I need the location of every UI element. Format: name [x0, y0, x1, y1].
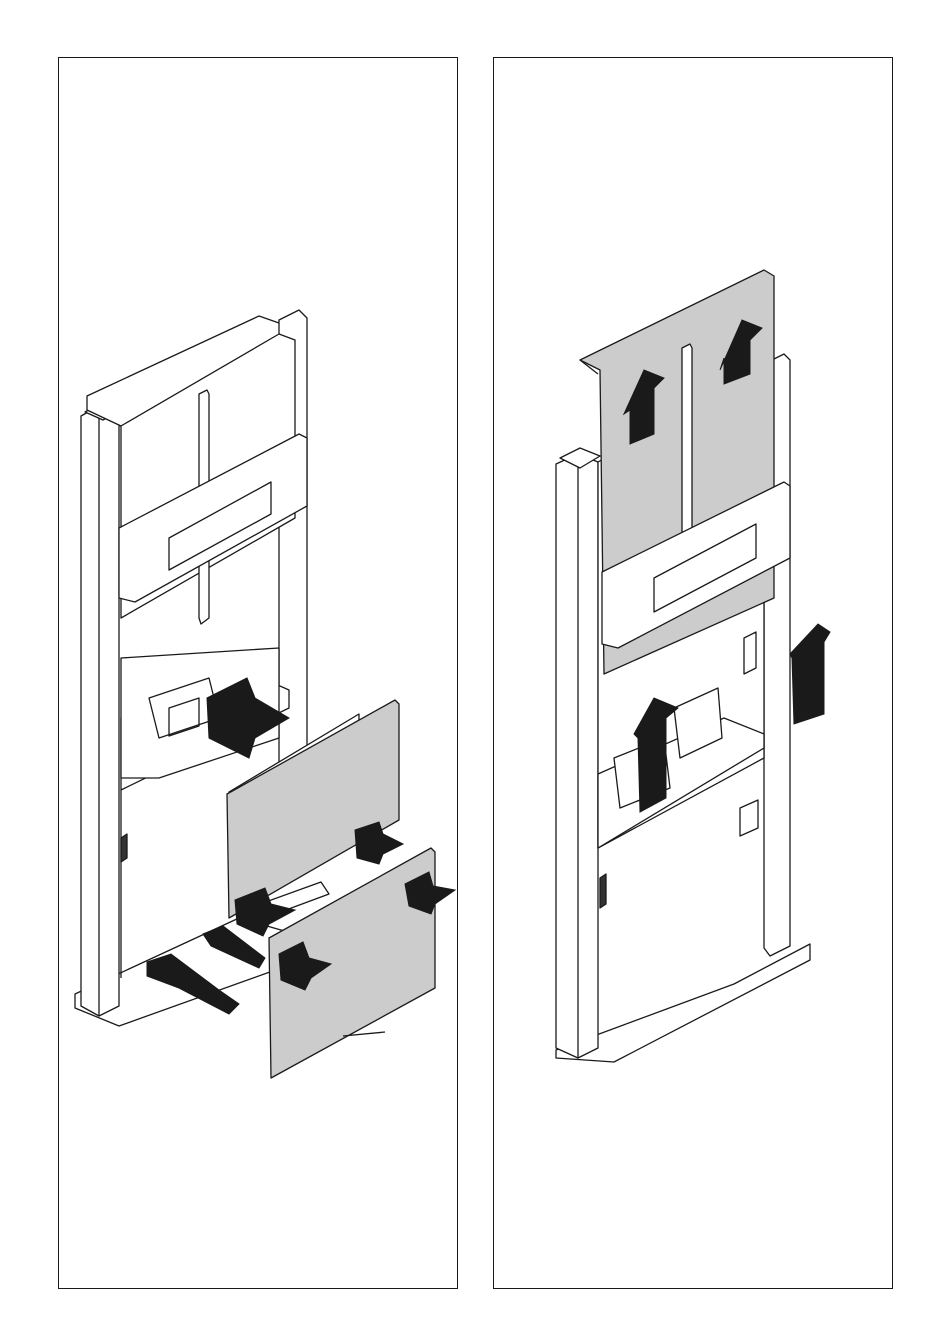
arrow-panel-right-1 [355, 822, 403, 864]
remove-front-panels-illustration [59, 58, 459, 1290]
lift-cover-illustration [494, 58, 894, 1290]
left-column [81, 406, 119, 1016]
figure-panel-left [58, 57, 458, 1289]
left-column [556, 454, 598, 1058]
figure-panel-right [493, 57, 893, 1289]
arrow-up-side [790, 624, 830, 724]
